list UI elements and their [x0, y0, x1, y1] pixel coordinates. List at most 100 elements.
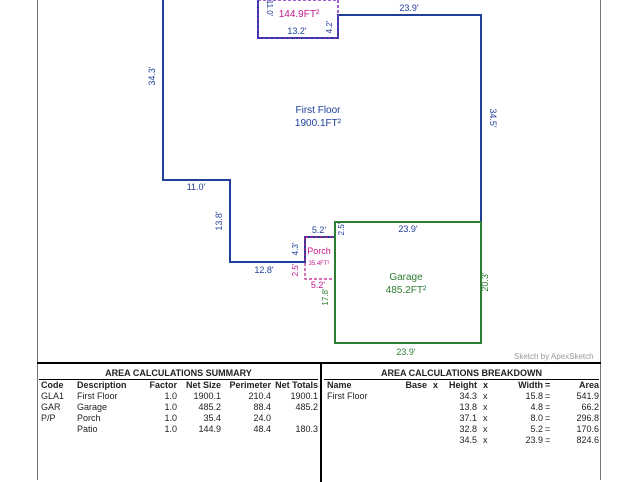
floor-plan-sketch: First Floor 1900.1FT² Garage 485.2FT² Po… [147, 0, 498, 357]
breakdown-cell-eq: = [545, 413, 551, 423]
summary-cell-factor: 1.0 [164, 424, 177, 434]
summary-cell-factor: 1.0 [164, 402, 177, 412]
breakdown-header-height: Height [449, 380, 477, 390]
breakdown-title-rule [324, 379, 599, 380]
first-floor-area: 1900.1FT² [295, 118, 342, 129]
breakdown-cell-base: 13.8 [459, 402, 477, 412]
summary-cell-code: GLA1 [41, 391, 65, 401]
dim-patio-left: 11.0' [265, 0, 274, 17]
porch-outline [304, 236, 336, 280]
area-calculations-panel: AREA CALCULATIONS SUMMARY Code Descripti… [37, 362, 601, 482]
breakdown-name: First Floor [327, 391, 368, 401]
breakdown-title: AREA CALCULATIONS BREAKDOWN [381, 368, 542, 378]
breakdown-cell-eq: = [545, 391, 551, 401]
dim-bottom-wall: 12.8' [254, 265, 274, 275]
breakdown-cell-width: 4.8 [530, 402, 543, 412]
breakdown-cell-width: 5.2 [530, 424, 543, 434]
breakdown-cell-x: x [483, 402, 488, 412]
summary-cell-net-totals: 485.2 [295, 402, 318, 412]
summary-cell-perimeter: 210.4 [248, 391, 271, 401]
summary-cell-perimeter: 24.0 [253, 413, 271, 423]
dim-top-right: 23.9' [399, 3, 419, 13]
summary-cell-description: Garage [77, 402, 108, 412]
page-border-right [600, 0, 601, 480]
dim-garage-right: 20.3' [480, 272, 490, 292]
breakdown-header-name: Name [327, 380, 352, 390]
page-border-left [37, 0, 38, 480]
dim-garage-top: 23.9' [398, 224, 418, 234]
dim-notch-height: 13.8' [214, 211, 224, 231]
summary-cell-description: Porch [77, 413, 101, 423]
breakdown-cell-area: 296.8 [576, 413, 599, 423]
summary-title-rule [39, 379, 318, 380]
dim-porch-bottom: 5.2' [311, 280, 326, 290]
summary-header-factor: Factor [149, 380, 177, 390]
breakdown-cell-width: 15.8 [525, 391, 543, 401]
dim-patio-bottom: 13.2' [287, 26, 307, 36]
breakdown-header-width: Width [518, 380, 543, 390]
summary-cell-factor: 1.0 [164, 391, 177, 401]
summary-cell-description: Patio [77, 424, 98, 434]
summary-header-code: Code [41, 380, 64, 390]
summary-header-net-totals: Net Totals [275, 380, 318, 390]
garage-area: 485.2FT² [386, 285, 427, 296]
breakdown-header-base: Base [405, 380, 427, 390]
breakdown-cell-base: 32.8 [459, 424, 477, 434]
breakdown-cell-eq: = [545, 424, 551, 434]
breakdown-header-equals: = [545, 380, 551, 390]
summary-cell-code: P/P [41, 413, 56, 423]
summary-cell-perimeter: 48.4 [253, 424, 271, 434]
summary-cell-code: GAR [41, 402, 61, 412]
patio-area: 144.9FT² [279, 9, 320, 20]
garage-label: Garage [389, 272, 423, 283]
summary-cell-net-totals: 1900.1 [290, 391, 318, 401]
summary-cell-description: First Floor [77, 391, 118, 401]
breakdown-cell-area: 824.6 [576, 435, 599, 445]
breakdown-cell-width: 8.0 [530, 413, 543, 423]
breakdown-cell-x: x [483, 435, 488, 445]
porch-area: 35.4FT² [308, 261, 329, 267]
breakdown-header-x1: x [433, 380, 439, 390]
breakdown-cell-x: x [483, 424, 488, 434]
garage-outline [334, 221, 482, 344]
summary-header-description: Description [77, 380, 127, 390]
patio-outline [257, 0, 339, 39]
summary-cell-net-size: 485.2 [198, 402, 221, 412]
dim-patio-right: 4.2' [325, 20, 334, 33]
summary-cell-net-size: 35.4 [203, 413, 221, 423]
dim-porch-small: 2.5' [337, 222, 346, 235]
breakdown-cell-eq: = [545, 402, 551, 412]
panel-divider [320, 364, 322, 482]
summary-header-perimeter: Perimeter [229, 380, 271, 390]
summary-cell-perimeter: 88.4 [253, 402, 271, 412]
dim-porch-top: 5.2' [312, 225, 327, 235]
dim-left-wall: 34.3' [147, 66, 157, 86]
dim-porch-side: 2.5' [291, 263, 300, 276]
breakdown-cell-area: 541.9 [576, 391, 599, 401]
breakdown-cell-base: 37.1 [459, 413, 477, 423]
summary-cell-net-totals: 180.3 [295, 424, 318, 434]
breakdown-cell-width: 23.9 [525, 435, 543, 445]
summary-header-net-size: Net Size [185, 380, 221, 390]
dim-garage-bottom: 23.9' [396, 347, 416, 357]
dim-notch-width: 11.0' [187, 182, 206, 192]
breakdown-header-x2: x [483, 380, 489, 390]
dim-garage-left: 17.8' [321, 288, 330, 306]
breakdown-cell-base: 34.3 [459, 391, 477, 401]
porch-label: Porch [307, 246, 331, 256]
sketch-credit: Sketch by ApexSketch [514, 352, 594, 361]
summary-cell-factor: 1.0 [164, 413, 177, 423]
breakdown-cell-base: 34.5 [459, 435, 477, 445]
breakdown-cell-x: x [483, 391, 488, 401]
dim-right-wall: 34.5' [488, 108, 498, 128]
summary-cell-net-size: 1900.1 [193, 391, 221, 401]
breakdown-cell-x: x [483, 413, 488, 423]
dim-porch-left: 4.3' [291, 242, 300, 255]
breakdown-cell-area: 66.2 [581, 402, 599, 412]
breakdown-cell-area: 170.6 [576, 424, 599, 434]
summary-title: AREA CALCULATIONS SUMMARY [105, 368, 252, 378]
first-floor-label: First Floor [296, 105, 342, 116]
summary-cell-net-size: 144.9 [198, 424, 221, 434]
breakdown-cell-eq: = [545, 435, 551, 445]
breakdown-header-area: Area [578, 380, 599, 390]
